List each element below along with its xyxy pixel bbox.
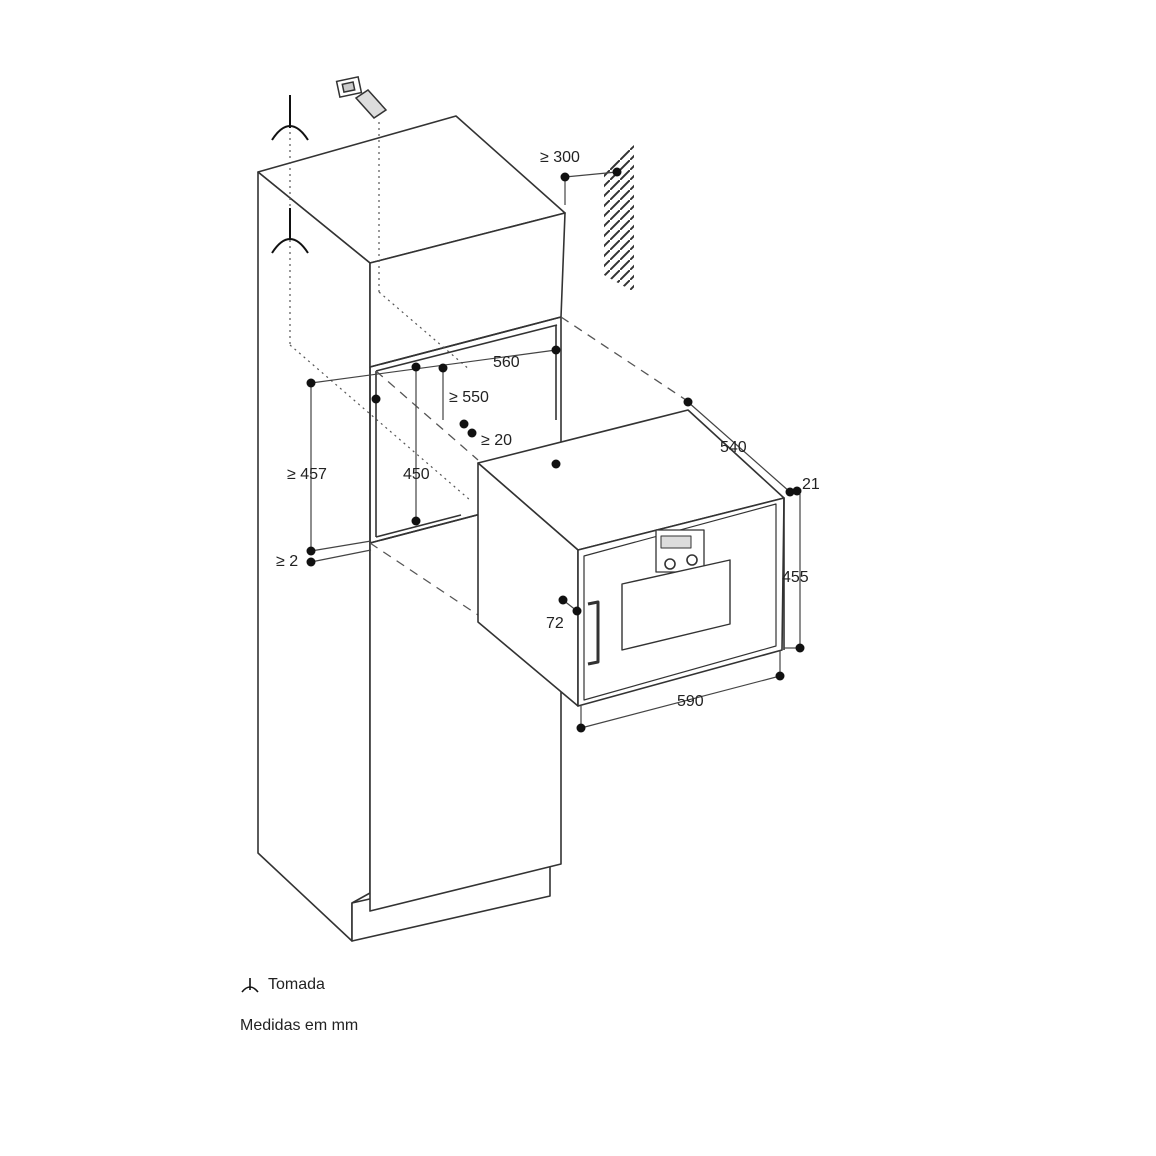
dim-vent-gap: ≥ 300: [540, 149, 580, 166]
socket-symbol-icon: [271, 95, 309, 254]
oven-knob-right: [686, 554, 698, 566]
dim-opening-height: 450: [403, 466, 430, 483]
dim-rear-gap: ≥ 20: [481, 432, 512, 449]
dim-niche-height: ≥ 457: [287, 466, 327, 483]
dimension-labels: ≥ 300 560 ≥ 550 ≥ 20 ≥ 457 450 ≥ 2 540 2…: [276, 149, 820, 710]
dimension-dots: [306, 167, 805, 733]
oven-window: [621, 559, 731, 651]
dim-oven-height: 455: [782, 569, 809, 586]
cabinet-side: [257, 171, 371, 942]
legend-units-note: Medidas em mm: [240, 1017, 359, 1034]
power-plug-icon: [335, 75, 388, 119]
dim-niche-width: 560: [493, 354, 520, 371]
dim-niche-depth: ≥ 550: [449, 389, 489, 406]
dim-oven-depth: 540: [720, 439, 747, 456]
ventilation-wall: [604, 145, 634, 292]
legend-socket: Tomada: [240, 976, 325, 994]
dim-bottom-gap: ≥ 2: [276, 553, 298, 570]
dimension-lines: [310, 171, 801, 729]
oven-display: [660, 535, 692, 549]
tall-cabinet: [257, 115, 566, 942]
dim-oven-width: 590: [677, 693, 704, 710]
dim-front-overhang: 21: [802, 476, 820, 493]
legend-socket-label: Tomada: [268, 976, 325, 993]
dim-handle-offset: 72: [546, 615, 564, 632]
oven-appliance: [477, 409, 785, 707]
power-cable-route: [289, 108, 471, 501]
oven-handle: [587, 600, 600, 666]
oven-knob-left: [664, 558, 676, 570]
socket-legend-icon: [241, 978, 259, 993]
